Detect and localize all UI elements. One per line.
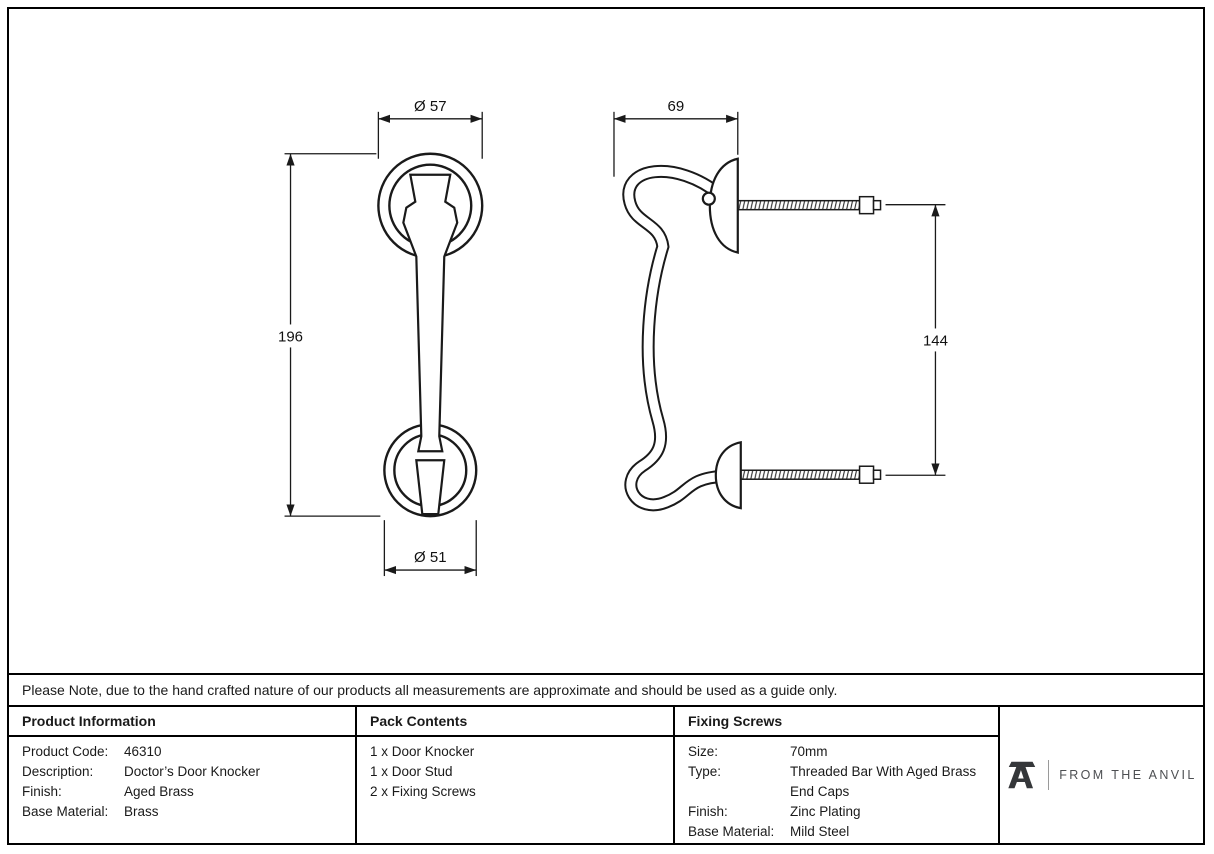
screw-size-row: Size: 70mm bbox=[688, 742, 998, 762]
screw-finish-value: Zinc Plating bbox=[790, 804, 861, 819]
screw-size-value: 70mm bbox=[790, 744, 828, 759]
screw-type-label: Type: bbox=[688, 764, 722, 779]
dim-overall-height: 196 bbox=[278, 328, 303, 345]
base-material-label: Base Material: bbox=[22, 804, 109, 819]
bottom-threaded-bar bbox=[740, 469, 861, 480]
top-nut bbox=[858, 195, 875, 215]
brand-cell: FROM THE ANVIL bbox=[998, 707, 1203, 843]
fixing-screws-header: Fixing Screws bbox=[673, 707, 998, 737]
product-code-row: Product Code: 46310 bbox=[22, 742, 355, 762]
pack-item: 1 x Door Knocker bbox=[370, 744, 475, 759]
product-code-value: 46310 bbox=[124, 744, 162, 759]
brand-logo: FROM THE ANVIL bbox=[1006, 760, 1197, 790]
description-row: Description: Doctor’s Door Knocker bbox=[22, 762, 355, 782]
description-label: Description: bbox=[22, 764, 94, 779]
pack-item: 2 x Fixing Screws bbox=[370, 784, 476, 799]
base-material-value: Brass bbox=[124, 804, 159, 819]
spec-table: Product Information Pack Contents Fixing… bbox=[9, 707, 1203, 843]
technical-drawing: Ø 57 196 Ø 51 bbox=[9, 9, 1203, 673]
door-knocker-drawing: Ø 57 196 Ø 51 bbox=[272, 98, 954, 577]
base-material-row: Base Material: Brass bbox=[22, 802, 355, 822]
product-code-label: Product Code: bbox=[22, 744, 109, 759]
top-rose-side bbox=[708, 157, 739, 254]
bottom-end-cap bbox=[872, 469, 882, 480]
product-information-header: Product Information bbox=[9, 707, 355, 737]
top-threaded-bar bbox=[737, 199, 861, 211]
pack-item: 1 x Door Stud bbox=[370, 764, 453, 779]
product-information-body: Product Code: 46310 Description: Doctor’s … bbox=[9, 737, 355, 843]
pack-contents-header: Pack Contents bbox=[355, 707, 673, 737]
door-stud bbox=[415, 459, 446, 516]
fixing-screws-body: Size: 70mm Type: Threaded Bar With Aged Br… bbox=[673, 737, 998, 843]
handle-spindle bbox=[402, 173, 459, 453]
bottom-rose-side bbox=[714, 440, 742, 510]
brand-divider bbox=[1048, 760, 1050, 790]
front-view bbox=[377, 152, 484, 518]
dim-bottom-diameter: Ø 51 bbox=[414, 549, 446, 566]
top-end-cap bbox=[872, 199, 882, 211]
brand-name: FROM THE ANVIL bbox=[1059, 768, 1197, 782]
finish-label: Finish: bbox=[22, 784, 62, 799]
note-bar: Please Note, due to the hand crafted nat… bbox=[9, 673, 1203, 707]
sheet-frame: Ø 57 196 Ø 51 bbox=[7, 7, 1205, 845]
side-view bbox=[622, 157, 882, 512]
pivot-knob bbox=[701, 191, 716, 206]
description-value: Doctor’s Door Knocker bbox=[124, 764, 261, 779]
front-view-dimensions bbox=[272, 111, 483, 577]
dim-top-diameter: Ø 57 bbox=[414, 98, 446, 115]
knocker-arm-fill bbox=[624, 166, 729, 510]
side-view-dimensions bbox=[613, 111, 954, 476]
dim-fixing-centres: 144 bbox=[923, 332, 948, 349]
screw-size-label: Size: bbox=[688, 744, 719, 759]
finish-row: Finish: Aged Brass bbox=[22, 782, 355, 802]
note-text: Please Note, due to the hand crafted nat… bbox=[22, 682, 838, 698]
screw-base-material-row: Base Material: Mild Steel bbox=[688, 822, 998, 842]
pack-contents-body: 1 x Door Knocker 1 x Door Stud 2 x Fixin… bbox=[355, 737, 673, 843]
screw-finish-row: Finish: Zinc Plating bbox=[688, 802, 998, 822]
screw-base-material-value: Mild Steel bbox=[790, 824, 850, 839]
finish-value: Aged Brass bbox=[124, 784, 194, 799]
screw-base-material-label: Base Material: bbox=[688, 824, 775, 839]
bottom-nut bbox=[858, 465, 875, 484]
anvil-a-icon bbox=[1008, 761, 1036, 789]
dim-side-width: 69 bbox=[668, 98, 685, 115]
screw-finish-label: Finish: bbox=[688, 804, 728, 819]
